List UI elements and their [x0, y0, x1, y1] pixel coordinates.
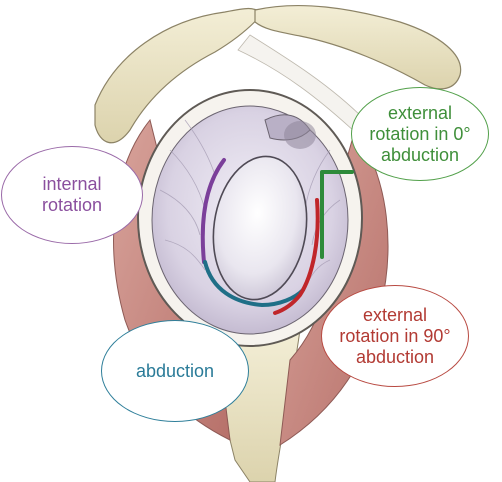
abduction-label: abduction — [135, 360, 215, 381]
internal-rotation-arc — [200, 158, 226, 264]
abduction-arc — [203, 260, 305, 308]
external-rotation-0-label-bubble: external rotation in 0° abduction — [351, 87, 489, 181]
external-rotation-90-label-bubble: external rotation in 90° abduction — [321, 285, 469, 387]
abduction-label-bubble: abduction — [101, 320, 249, 422]
acromion — [94, 7, 263, 144]
external-rotation-90-arc — [273, 198, 320, 315]
external-rotation-90-label: external rotation in 90° abduction — [339, 304, 451, 367]
internal-rotation-label: internal rotation — [41, 174, 103, 215]
clavicle — [254, 4, 462, 90]
internal-rotation-label-bubble: internal rotation — [1, 146, 143, 244]
superior-recess — [284, 121, 316, 149]
glenoid — [212, 155, 308, 301]
external-rotation-0-arc — [320, 170, 354, 259]
external-rotation-0-label: external rotation in 0° abduction — [369, 102, 471, 165]
